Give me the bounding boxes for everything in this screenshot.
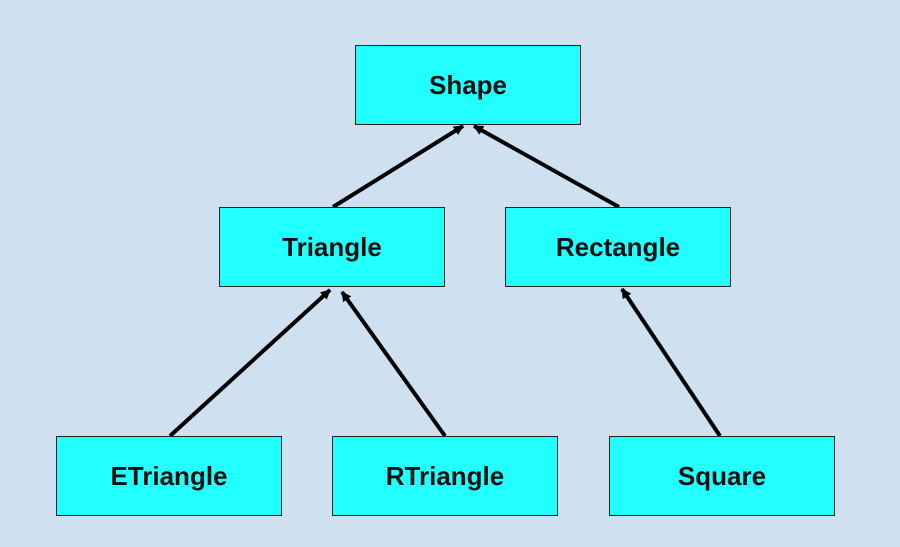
- node-square-label: Square: [677, 460, 767, 491]
- node-shape-label: Shape: [428, 69, 508, 100]
- node-rtriangle-label: RTriangle: [385, 460, 505, 491]
- node-shape: Shape: [355, 45, 581, 125]
- arrow-etriangle-to-triangle: [168, 288, 332, 438]
- node-triangle: Triangle: [219, 207, 445, 287]
- node-rectangle-label: Rectangle: [555, 231, 681, 262]
- arrow-rectangle-to-shape: [473, 124, 620, 209]
- node-etriangle: ETriangle: [56, 436, 282, 516]
- arrow-square-to-rectangle: [620, 287, 722, 438]
- node-triangle-label: Triangle: [282, 231, 382, 262]
- node-square: Square: [609, 436, 835, 516]
- node-rectangle: Rectangle: [505, 207, 731, 287]
- node-etriangle-label: ETriangle: [110, 460, 228, 491]
- arrow-triangle-to-shape: [331, 124, 465, 209]
- node-rtriangle: RTriangle: [332, 436, 558, 516]
- arrow-rtriangle-to-triangle: [340, 290, 447, 438]
